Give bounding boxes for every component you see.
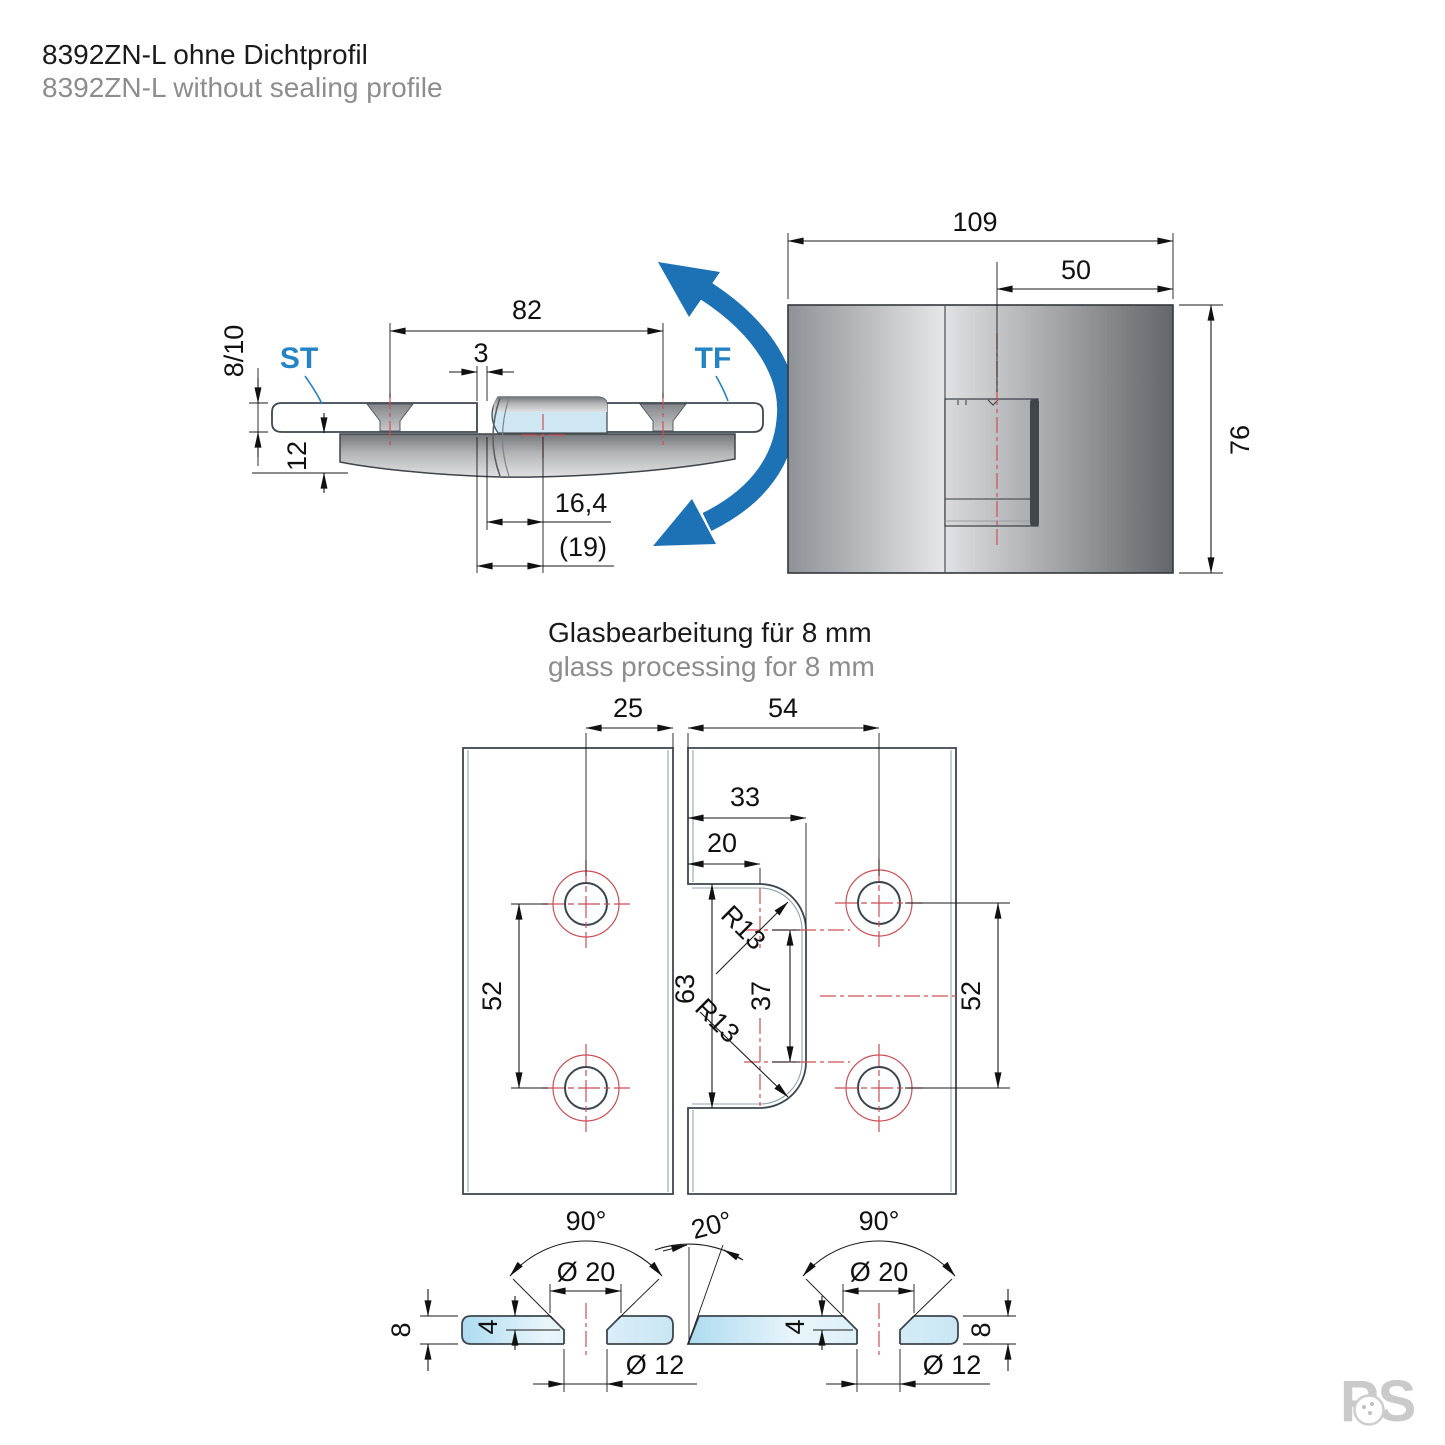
dim-25: 25 <box>585 693 674 876</box>
glass-panel-right <box>687 747 957 1195</box>
svg-text:(19): (19) <box>559 532 607 562</box>
dim-8-left: 8 <box>386 1289 458 1371</box>
svg-text:3: 3 <box>473 338 488 368</box>
dim-dia12-right: Ø 12 <box>826 1349 990 1392</box>
svg-text:20°: 20° <box>688 1206 735 1246</box>
svg-text:52: 52 <box>956 981 986 1011</box>
screw-right <box>638 403 688 432</box>
dim-8-right: 8 <box>963 1289 1016 1371</box>
dim-12: 12 <box>252 413 348 493</box>
svg-text:8: 8 <box>386 1322 416 1337</box>
svg-text:37: 37 <box>746 981 776 1011</box>
hinge-bracket <box>944 398 1039 527</box>
svg-text:109: 109 <box>952 207 997 237</box>
svg-text:76: 76 <box>1225 425 1255 455</box>
dim-37: 37 <box>746 929 800 1063</box>
page-title: 8392ZN-L ohne Dichtprofil <box>42 39 368 70</box>
front-view-diagram: 109 50 76 <box>787 207 1255 574</box>
glass-section-subtitle: glass processing for 8 mm <box>548 651 875 682</box>
svg-text:20: 20 <box>707 828 737 858</box>
glass-profile-diagram: 90° Ø 20 4 8 <box>386 1206 1016 1392</box>
label-tf: TF <box>695 342 732 402</box>
svg-text:63: 63 <box>670 974 700 1004</box>
dim-82: 82 <box>389 295 664 398</box>
glass-strip-right <box>504 402 764 433</box>
svg-text:90°: 90° <box>566 1206 607 1236</box>
glass-panel-left <box>462 747 674 1195</box>
dim-4-right: 4 <box>780 1296 853 1350</box>
svg-text:16,4: 16,4 <box>555 488 608 518</box>
svg-text:8: 8 <box>966 1322 996 1337</box>
svg-text:82: 82 <box>512 295 542 325</box>
logo-circle-icon <box>1353 1394 1385 1426</box>
hole <box>542 1044 630 1132</box>
drill-holes <box>542 859 923 1132</box>
dim-4-left: 4 <box>473 1296 560 1350</box>
dim-76: 76 <box>1179 304 1255 574</box>
svg-text:Ø 20: Ø 20 <box>557 1257 616 1287</box>
svg-text:4: 4 <box>780 1319 810 1334</box>
svg-text:50: 50 <box>1061 255 1091 285</box>
dim-20: 20 <box>687 828 761 884</box>
hinge-knuckle-top <box>493 397 607 412</box>
pivot-arc-outer <box>492 397 501 477</box>
dim-dia20-right: Ø 20 <box>842 1257 915 1313</box>
svg-text:33: 33 <box>730 782 760 812</box>
svg-text:ST: ST <box>280 342 318 375</box>
svg-text:Ø 20: Ø 20 <box>850 1257 909 1287</box>
side-view-diagram: 82 3 8/10 12 ST <box>219 262 798 573</box>
dim-8-10: 8/10 <box>219 325 268 466</box>
dim-dia20-left: Ø 20 <box>549 1257 622 1313</box>
screw-left <box>365 403 415 432</box>
svg-text:52: 52 <box>477 981 507 1011</box>
dim-90-left: 90° <box>509 1206 663 1320</box>
tf-leader-line <box>715 375 729 402</box>
dim-54: 54 <box>687 693 880 876</box>
rotation-arrow-icon <box>653 262 798 546</box>
svg-text:Ø 12: Ø 12 <box>923 1350 982 1380</box>
header: 8392ZN-L ohne Dichtprofil 8392ZN-L witho… <box>42 39 443 103</box>
dim-16-4: 16,4 <box>476 437 611 573</box>
dim-50: 50 <box>996 255 1174 293</box>
svg-text:4: 4 <box>473 1319 503 1334</box>
dim-3: 3 <box>449 338 514 401</box>
label-st: ST <box>280 342 323 405</box>
glass-strip-left <box>271 402 478 433</box>
svg-text:Ø 12: Ø 12 <box>626 1350 685 1380</box>
dim-r13-upper: R13 <box>715 900 789 975</box>
svg-text:TF: TF <box>695 342 732 375</box>
glass-panels-diagram: 25 54 33 20 52 63 <box>462 693 1010 1195</box>
dim-90-right: 90° <box>802 1206 956 1320</box>
dim-109: 109 <box>787 207 1174 299</box>
dim-33: 33 <box>687 782 807 925</box>
svg-text:90°: 90° <box>859 1206 900 1236</box>
svg-text:R13: R13 <box>715 900 771 956</box>
svg-text:8/10: 8/10 <box>219 325 249 378</box>
st-leader-line <box>304 375 323 405</box>
hinge-body <box>339 433 736 478</box>
dim-dia12-left: Ø 12 <box>533 1349 697 1392</box>
brand-logo: PS <box>1340 1369 1416 1434</box>
dim-19: (19) <box>476 532 614 570</box>
notch-centerlines <box>744 888 960 1106</box>
glass-section-header: Glasbearbeitung für 8 mm glass processin… <box>548 617 875 682</box>
page-subtitle: 8392ZN-L without sealing profile <box>42 72 443 103</box>
svg-text:25: 25 <box>613 693 643 723</box>
svg-text:12: 12 <box>282 441 312 471</box>
glass-section-title: Glasbearbeitung für 8 mm <box>548 617 872 648</box>
front-plate-left <box>788 305 945 573</box>
dim-63: 63 <box>670 883 716 1109</box>
dim-52-right: 52 <box>905 902 1010 1089</box>
svg-text:54: 54 <box>768 693 798 723</box>
pivot-arc-inner <box>501 397 510 477</box>
dim-52-left: 52 <box>477 903 548 1089</box>
